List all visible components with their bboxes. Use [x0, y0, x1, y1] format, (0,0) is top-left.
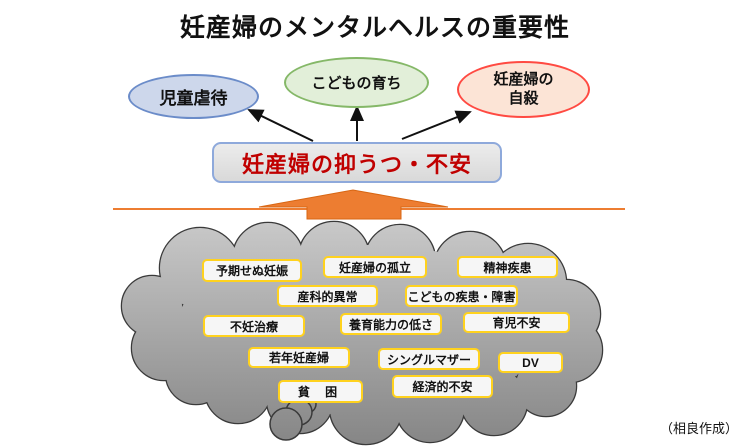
risk-box-single-mother: シングルマザー	[378, 348, 480, 370]
arrow-to-child-abuse	[247, 109, 314, 142]
risk-box-maternal-isolation: 妊産婦の孤立	[323, 256, 427, 278]
central-factor-label: 妊産婦の抑うつ・不安	[241, 151, 472, 177]
arrow-to-maternal-suicide	[401, 110, 472, 140]
outcome-label: こどもの育ち	[311, 75, 402, 92]
outcome-ellipse-maternal-suicide: 妊産婦の 自殺	[457, 61, 590, 118]
risk-box-poverty: 貧 困	[278, 380, 363, 403]
risk-box-economic-anxiety: 経済的不安	[392, 375, 493, 398]
outcome-label: 妊産婦の 自殺	[493, 70, 554, 107]
central-factor-box: 妊産婦の抑うつ・不安	[212, 142, 502, 183]
risk-box-young-mothers: 若年妊産婦	[248, 347, 350, 368]
risk-box-child-disease-disability: こどもの疾患・障害	[405, 285, 518, 307]
risk-box-low-parenting-ability: 養育能力の低さ	[340, 313, 442, 335]
outcome-label: 児童虐待	[159, 89, 228, 108]
risk-box-mental-illness: 精神疾患	[457, 256, 558, 278]
up-block-arrow	[258, 189, 449, 220]
risk-box-unexpected-pregnancy: 予期せぬ妊娠	[202, 259, 302, 282]
credit-note: （相良作成）	[659, 421, 738, 436]
outcome-ellipse-child-abuse: 児童虐待	[128, 74, 259, 119]
risk-box-dv: DV	[498, 352, 563, 373]
risk-box-infertility-treatment: 不妊治療	[203, 315, 305, 337]
risk-box-obstetric-abnormality: 産科的異常	[277, 285, 378, 307]
risk-box-childcare-anxiety: 育児不安	[463, 312, 570, 333]
outcome-ellipse-child-development: こどもの育ち	[284, 57, 429, 108]
page-title: 妊産婦のメンタルヘルスの重要性	[179, 14, 570, 42]
